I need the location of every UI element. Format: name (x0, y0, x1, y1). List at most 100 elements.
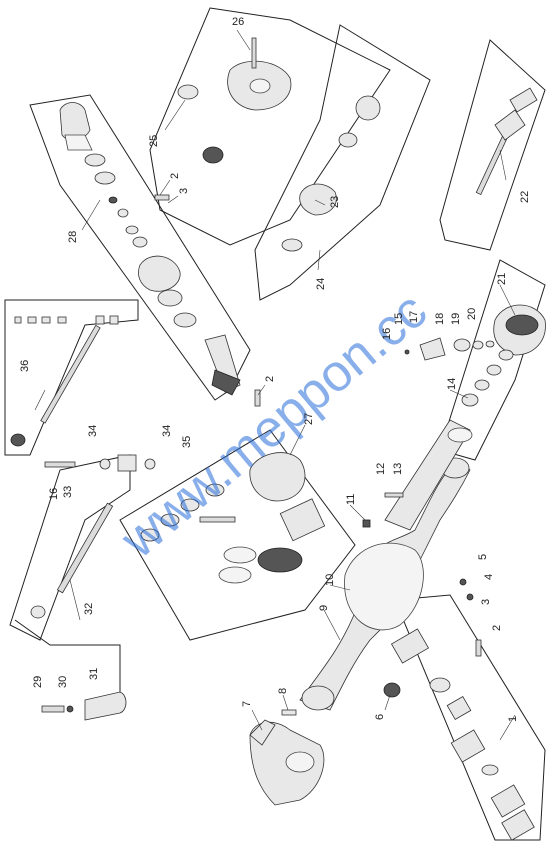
reduction-hub (299, 183, 337, 216)
washer-4 (466, 593, 474, 601)
shaft-22-yoke (494, 109, 526, 141)
knuckle-arm (249, 719, 276, 746)
callout-labels: 1 2 2 2 3 3 4 5 6 7 8 9 10 11 12 13 14 1… (19, 16, 531, 722)
callout-31: 31 (88, 668, 100, 680)
ring-gear (257, 547, 303, 573)
callout-26: 26 (232, 16, 244, 28)
sun-gear (177, 84, 199, 100)
hw-2 (27, 316, 37, 324)
lead-26 (236, 29, 251, 51)
hub-flange (390, 628, 430, 664)
lead-14 (449, 389, 469, 399)
planetary-carrier (177, 37, 292, 164)
knuckle-right-splines (505, 314, 539, 336)
rod-32-end (30, 605, 46, 619)
hub-end-cover (501, 809, 535, 841)
pinion-washer (94, 171, 116, 185)
reduction-ring (355, 95, 381, 121)
lead-27 (289, 424, 306, 456)
diff-bearing-3 (160, 513, 180, 527)
axle-housing (299, 419, 471, 711)
part-16-ball (404, 349, 410, 355)
callout-2: 2 (491, 625, 503, 631)
diff-pin (199, 516, 236, 523)
washer-30 (66, 705, 74, 713)
callout-13: 13 (392, 463, 404, 475)
reduction-assembly (281, 95, 381, 252)
callout-15: 15 (393, 313, 405, 325)
lead-2c (257, 384, 266, 396)
reduction-flange (281, 238, 303, 252)
stud-2b (154, 194, 170, 201)
pinion-assembly (59, 102, 241, 396)
yoke-arm (64, 134, 93, 151)
callout-2: 2 (169, 173, 181, 179)
pinion-seal (84, 153, 106, 167)
callout-1: 1 (507, 716, 519, 722)
carrier-hub (249, 78, 271, 94)
callout-16: 16 (381, 328, 393, 340)
diff-carrier (249, 452, 306, 502)
callout-14: 14 (446, 378, 458, 390)
steering-knuckle-left (249, 719, 325, 806)
lead-1 (499, 714, 516, 741)
callout-22: 22 (519, 191, 531, 203)
callout-29: 29 (32, 676, 44, 688)
rod-33 (44, 461, 76, 468)
callout-11: 11 (345, 494, 357, 505)
callout-21: 21 (496, 273, 508, 285)
callout-28: 28 (67, 231, 79, 243)
stud-2 (475, 639, 482, 657)
diff-case (279, 498, 326, 542)
pinion-bearing-1 (117, 208, 129, 218)
diff-shim-1 (223, 546, 257, 564)
axle-housing-bowl (344, 542, 424, 631)
carrier-shaft (251, 37, 257, 69)
differential-assembly (140, 452, 326, 584)
rod-32-body (56, 502, 114, 594)
washer-5 (459, 578, 467, 586)
callout-3: 3 (480, 599, 492, 605)
axle-housing-arm (384, 419, 471, 531)
knuckle-bore (285, 751, 315, 773)
tie-rod-36-hardware (14, 315, 119, 325)
reduction-bearing (338, 132, 358, 148)
lead-23 (314, 199, 326, 206)
bolt-12 (384, 492, 404, 498)
hw-3 (41, 316, 51, 324)
hub-end-plate (490, 784, 526, 818)
pinion-bearing-2 (125, 225, 139, 235)
callout-2: 2 (264, 376, 276, 382)
lead-11 (349, 504, 366, 521)
lead-9 (323, 609, 341, 641)
watermark-text: www.meppon.cc (110, 281, 438, 569)
seal-14-3 (486, 364, 502, 376)
frame-group-36 (4, 299, 139, 456)
part-17-cover (419, 337, 446, 361)
callout-20: 20 (466, 308, 478, 320)
lead-8 (282, 694, 289, 711)
lead-7 (251, 709, 263, 731)
callout-32: 32 (83, 603, 95, 615)
axle-tube-left-end (301, 685, 335, 711)
seal-14-5 (447, 427, 473, 443)
nut-11 (362, 519, 371, 528)
lead-36 (34, 389, 46, 411)
hub-seal (446, 696, 472, 720)
hw-5 (95, 315, 105, 325)
diff-bearing-4 (140, 528, 160, 542)
small-hardware (154, 194, 482, 716)
callout-16: 16 (48, 488, 60, 500)
lead-22 (499, 149, 507, 181)
stud-2c (254, 389, 261, 407)
lead-2b (159, 179, 171, 196)
diff-shim-2 (218, 566, 252, 584)
ring-34b (144, 458, 156, 470)
frame-group-22 (439, 39, 546, 251)
callout-27: 27 (303, 413, 315, 425)
lead-21 (499, 284, 516, 316)
pinion-nut (108, 196, 118, 204)
steering-rod-assembly (30, 454, 156, 619)
callout-18: 18 (434, 313, 446, 325)
